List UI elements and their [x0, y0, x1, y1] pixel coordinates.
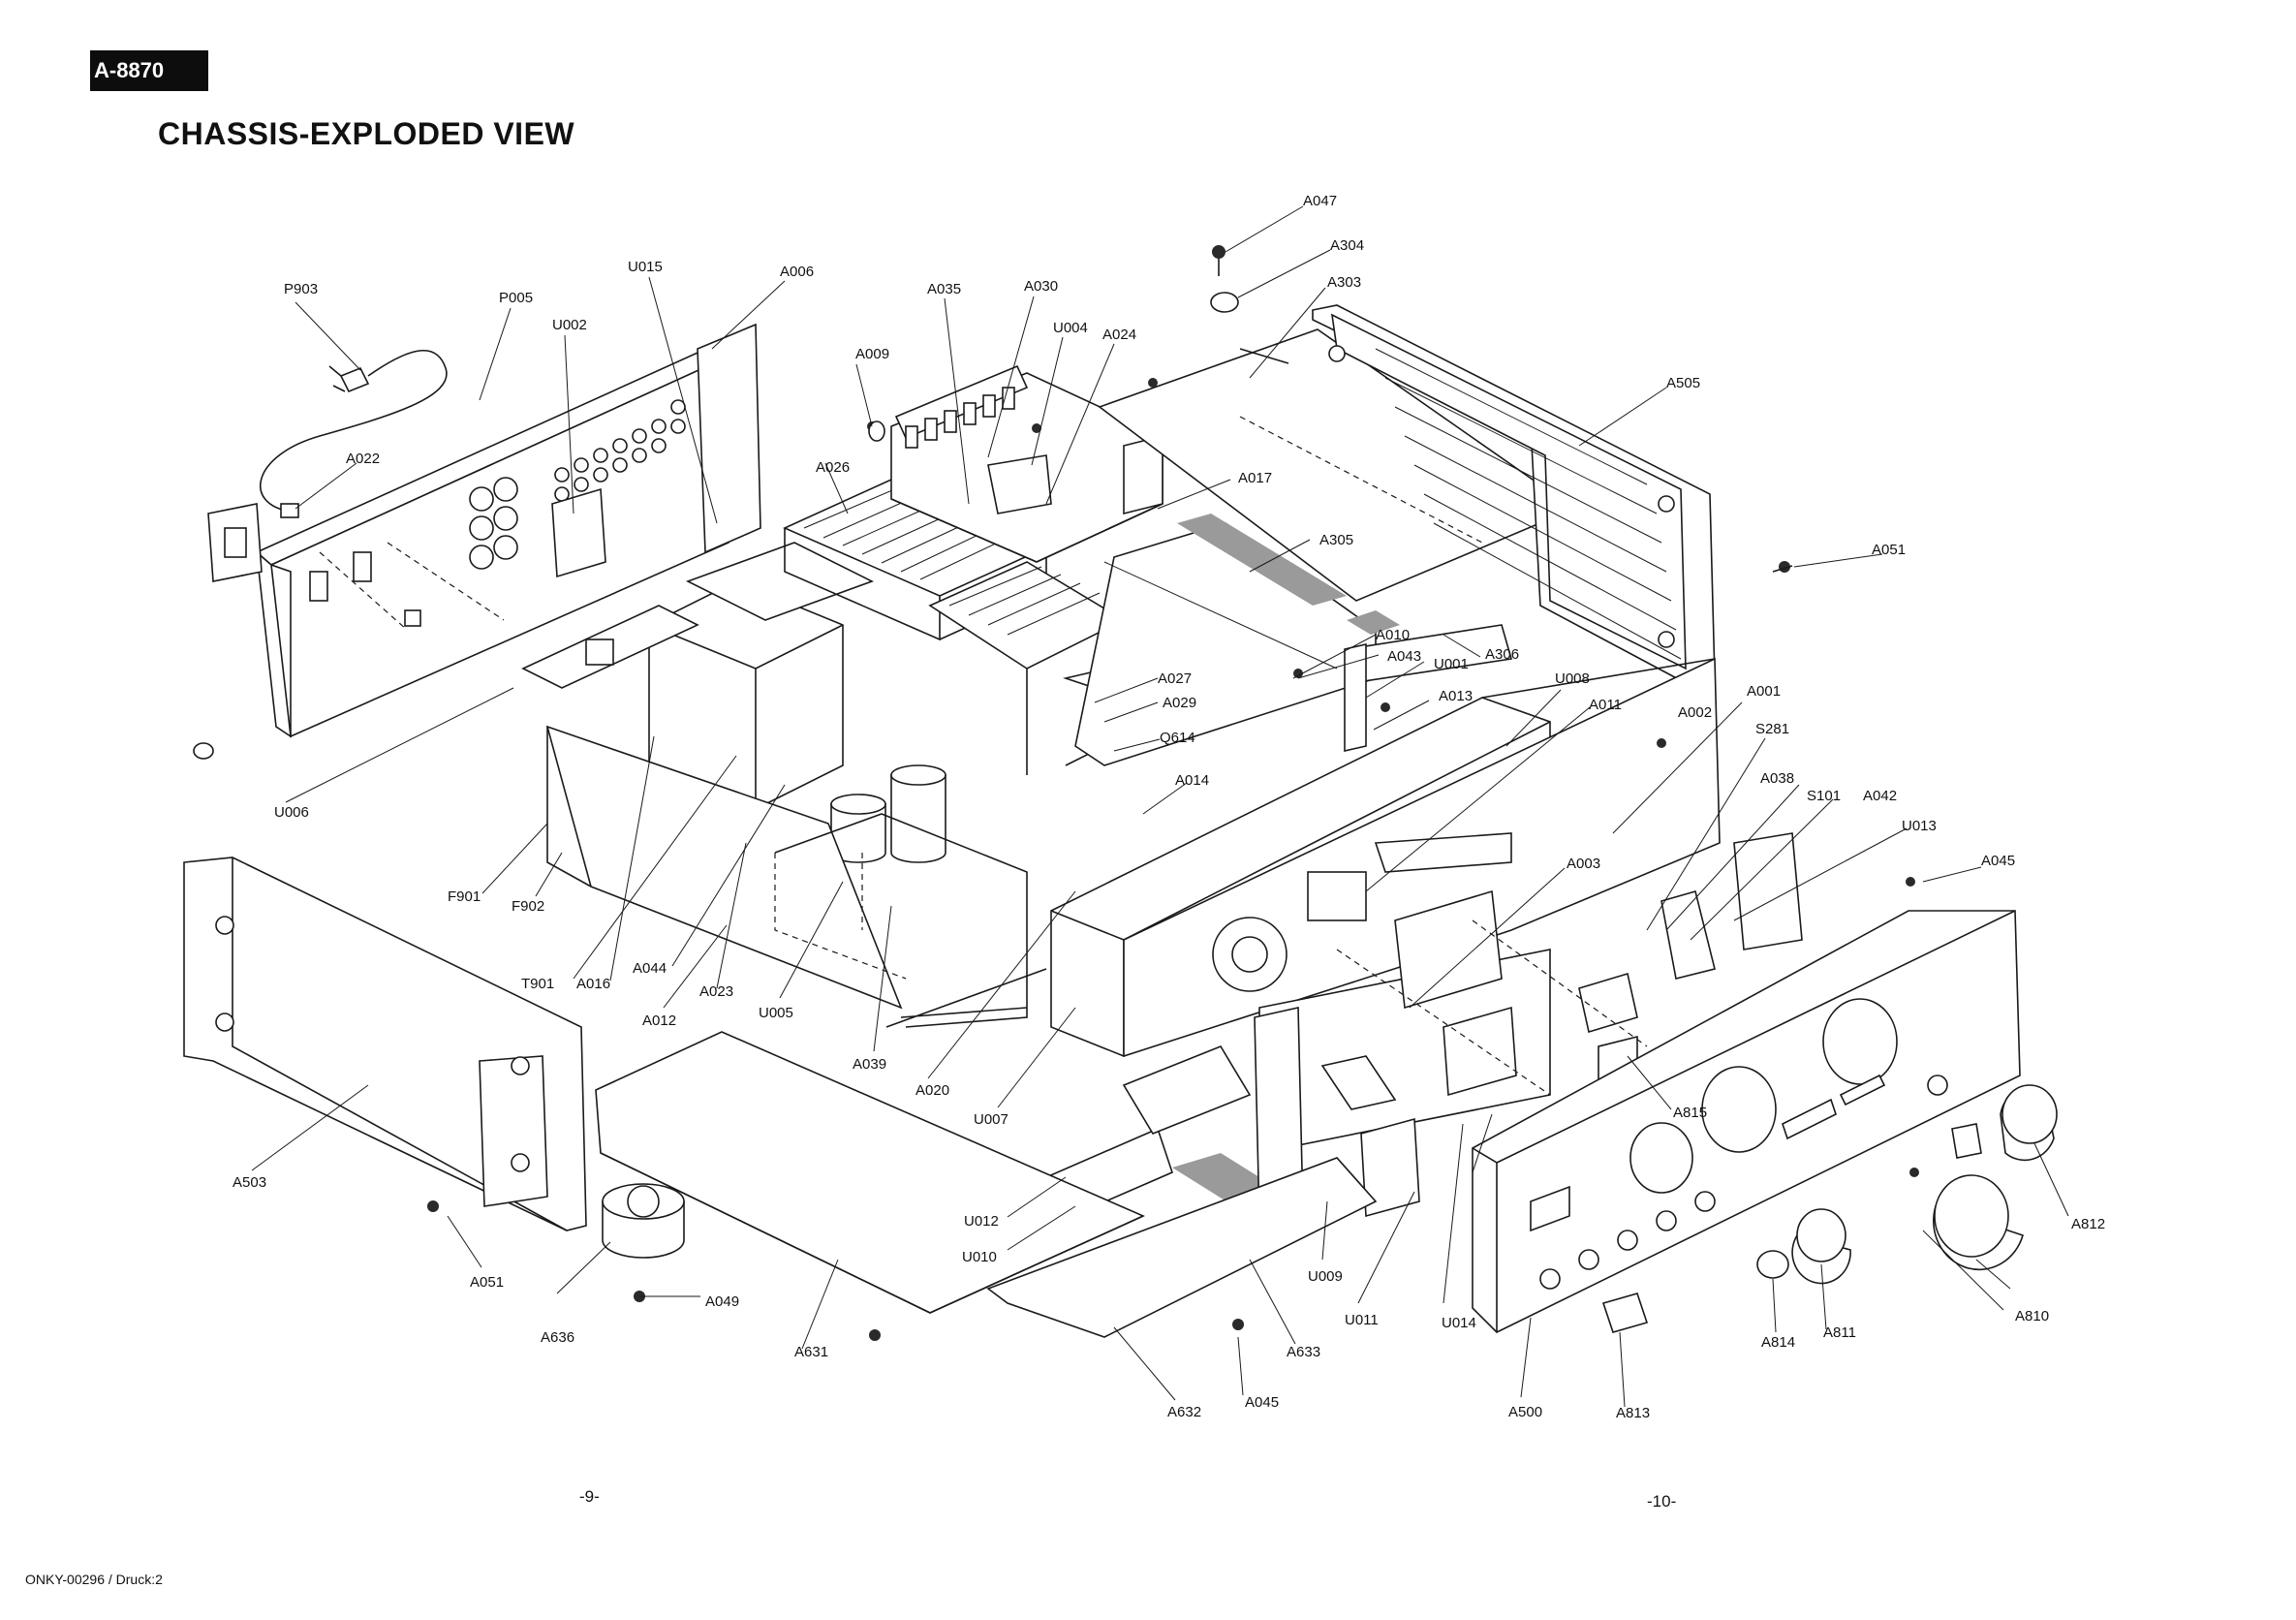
label-a044: A044 [633, 960, 667, 977]
foot-a636 [602, 1183, 685, 1259]
side-panel-a503 [183, 857, 587, 1231]
label-a813: A813 [1616, 1405, 1650, 1421]
label-a045-front: A045 [1981, 853, 2015, 869]
label-a009: A009 [855, 346, 889, 362]
label-u009: U009 [1308, 1268, 1343, 1285]
capacitors [830, 764, 946, 863]
leader-lines [251, 205, 2069, 1408]
label-a051-rear: A051 [1872, 542, 1906, 558]
label-a306: A306 [1485, 646, 1519, 663]
label-f902: F902 [512, 898, 544, 915]
label-u004: U004 [1053, 320, 1088, 336]
label-a304: A304 [1330, 237, 1364, 254]
label-p005: P005 [499, 290, 533, 306]
label-a016: A016 [576, 976, 610, 992]
label-a303: A303 [1327, 274, 1361, 291]
label-s101: S101 [1807, 788, 1841, 804]
knobs [1601, 1084, 2058, 1333]
label-a043: A043 [1387, 648, 1421, 665]
label-u012: U012 [964, 1213, 999, 1230]
label-a027: A027 [1158, 670, 1192, 687]
label-a013: A013 [1439, 688, 1473, 704]
label-a305: A305 [1319, 532, 1353, 548]
label-u014: U014 [1442, 1315, 1476, 1331]
screws [193, 245, 1919, 1341]
label-a814: A814 [1761, 1334, 1795, 1351]
page-number-right: -10- [1647, 1492, 1677, 1511]
front-panel [1472, 910, 2021, 1333]
label-q614: Q614 [1160, 730, 1195, 746]
label-u002: U002 [552, 317, 587, 333]
rear-panel [207, 323, 761, 738]
bracket-a013 [1344, 642, 1367, 753]
label-a810: A810 [2015, 1308, 2049, 1324]
label-a042: A042 [1863, 788, 1897, 804]
label-p903: P903 [284, 281, 318, 297]
label-a811: A811 [1823, 1324, 1856, 1341]
label-a026: A026 [816, 459, 850, 476]
label-a631: A631 [794, 1344, 828, 1360]
heat-sink-right [928, 561, 1126, 775]
label-a012: A012 [642, 1012, 676, 1029]
label-u015: U015 [628, 259, 663, 275]
label-a632: A632 [1167, 1404, 1201, 1420]
selector-boards [1212, 832, 1803, 1218]
label-u011: U011 [1345, 1312, 1379, 1328]
label-a035: A035 [927, 281, 961, 297]
part-labels: P903 P005 U002 U015 A006 A035 A030 U004 … [233, 193, 2105, 1421]
label-a636: A636 [541, 1329, 574, 1346]
label-t901: T901 [521, 976, 554, 992]
power-cord [259, 350, 448, 518]
page-title: CHASSIS-EXPLODED VIEW [158, 116, 575, 151]
label-a039: A039 [853, 1056, 886, 1073]
label-a011: A011 [1589, 697, 1622, 713]
label-u013: U013 [1902, 818, 1937, 834]
label-a045-bottom: A045 [1245, 1394, 1279, 1411]
label-a029: A029 [1163, 695, 1196, 711]
label-f901: F901 [448, 888, 481, 905]
label-u005: U005 [759, 1005, 793, 1021]
bottom-plate [595, 1031, 1378, 1338]
label-a815: A815 [1673, 1105, 1707, 1121]
label-a505: A505 [1666, 375, 1700, 391]
label-u007: U007 [974, 1111, 1008, 1128]
model-badge: A-8870 [90, 50, 208, 91]
label-u010: U010 [962, 1249, 997, 1265]
label-u008: U008 [1555, 670, 1590, 687]
label-a038: A038 [1760, 770, 1794, 787]
label-a051-side: A051 [470, 1274, 504, 1291]
label-s281: S281 [1755, 721, 1789, 737]
label-a047: A047 [1303, 193, 1337, 209]
label-a020: A020 [915, 1082, 949, 1099]
label-u001: U001 [1434, 656, 1469, 672]
label-a002: A002 [1678, 704, 1712, 721]
document-code: ONKY-00296 / Druck:2 [25, 1572, 163, 1587]
label-a017: A017 [1238, 470, 1272, 486]
label-a006: A006 [780, 264, 814, 280]
label-a030: A030 [1024, 278, 1058, 295]
label-a812: A812 [2071, 1216, 2105, 1232]
label-a049: A049 [705, 1293, 739, 1310]
label-a503: A503 [233, 1174, 266, 1191]
label-a010: A010 [1376, 627, 1410, 643]
transformer-block [648, 542, 875, 810]
label-u006: U006 [274, 804, 309, 821]
label-a003: A003 [1567, 856, 1600, 872]
label-a022: A022 [346, 451, 380, 467]
page-number-left: -9- [579, 1487, 600, 1506]
label-a633: A633 [1287, 1344, 1320, 1360]
label-a024: A024 [1102, 327, 1136, 343]
label-a023: A023 [699, 983, 733, 1000]
label-a500: A500 [1508, 1404, 1542, 1420]
label-a001: A001 [1747, 683, 1781, 700]
label-a014: A014 [1175, 772, 1209, 789]
